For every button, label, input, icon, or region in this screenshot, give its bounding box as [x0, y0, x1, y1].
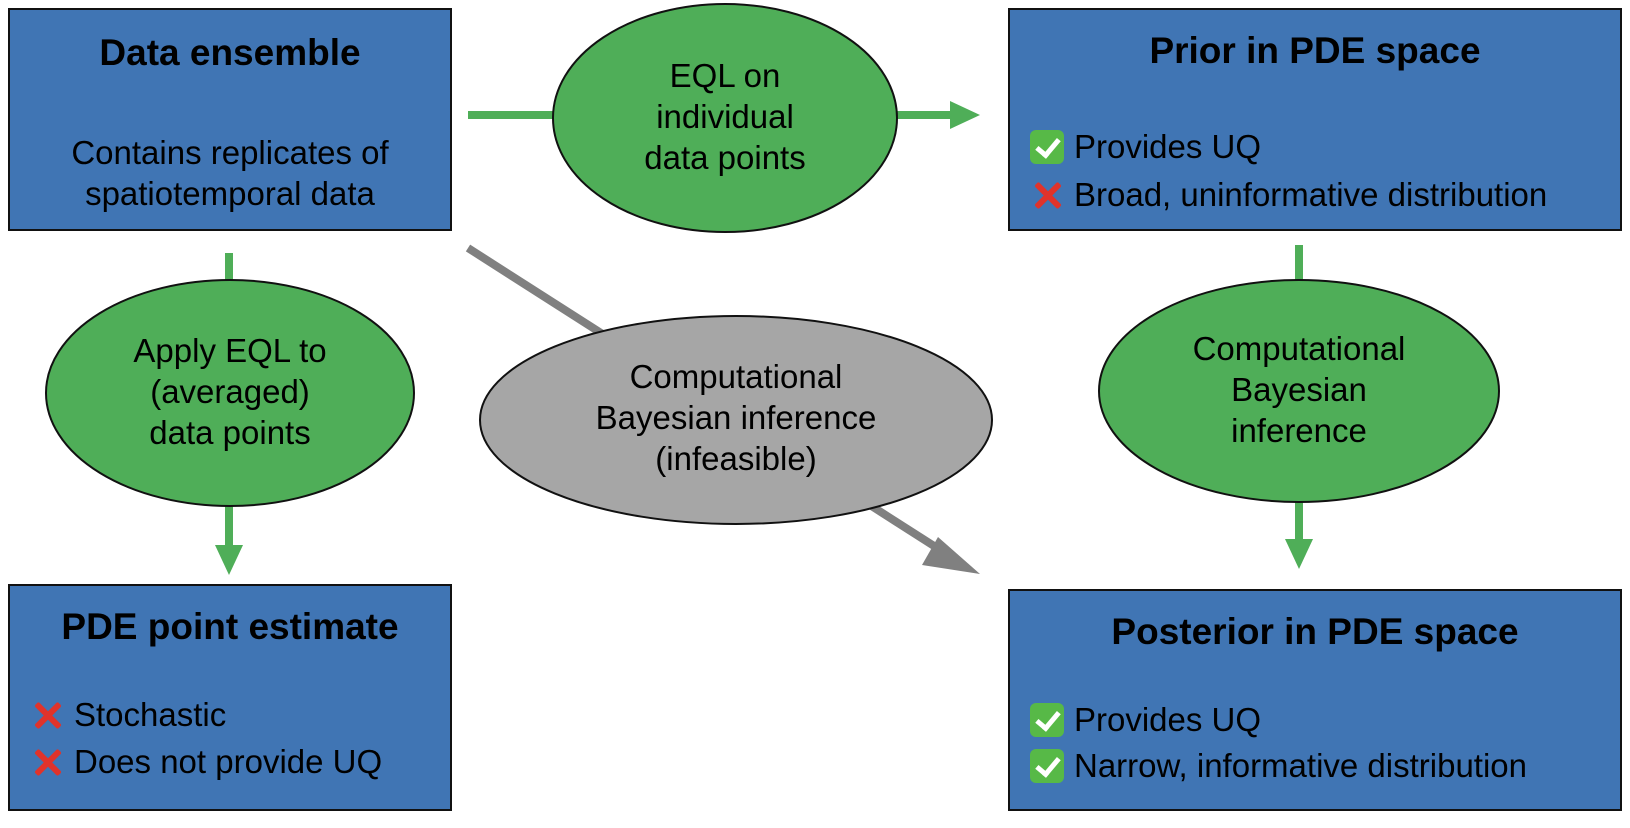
box-title: Prior in PDE space: [1149, 30, 1481, 71]
cross-mark-icon: [1030, 178, 1064, 212]
oval-bayes: [1098, 279, 1500, 503]
box-title: Data ensemble: [99, 32, 361, 73]
check-mark-icon: [1030, 749, 1064, 783]
oval-line: data points: [149, 414, 311, 451]
arrow-prior-to-posterior-head: [1285, 539, 1313, 569]
oval-line: Computational: [1192, 330, 1406, 367]
description-line: spatiotemporal data: [85, 175, 375, 212]
box-point-estimate: PDE point estimate Stochastic Does not p…: [8, 584, 452, 811]
list-item-text: Does not provide UQ: [74, 743, 383, 780]
list-item: Provides UQ: [1030, 128, 1261, 166]
cross-mark-icon: [30, 745, 64, 779]
list-item: Broad, uninformative distribution: [1030, 176, 1547, 214]
oval-line: Bayesian inference: [595, 399, 877, 436]
oval-line: inference: [1231, 412, 1367, 449]
box-title: Posterior in PDE space: [1111, 611, 1519, 652]
list-item: Does not provide UQ: [30, 743, 382, 781]
oval-line: Bayesian: [1231, 371, 1367, 408]
oval-eql-individual: [552, 3, 898, 233]
arrow-ensemble-to-point-estimate-head: [215, 545, 243, 575]
arrow-ensemble-to-posterior-head: [922, 537, 980, 574]
box-title: PDE point estimate: [61, 606, 399, 647]
list-item-text: Broad, uninformative distribution: [1074, 176, 1548, 213]
oval-line: Apply EQL to: [133, 332, 327, 369]
oval-bayes-infeasible: [479, 315, 993, 525]
list-item: Provides UQ: [1030, 701, 1261, 739]
box-description: Contains replicates of spatiotemporal da…: [10, 132, 450, 214]
check-mark-icon: [1030, 130, 1064, 164]
box-data-ensemble: Data ensemble Contains replicates of spa…: [8, 8, 452, 231]
box-posterior: Posterior in PDE space Provides UQ Narro…: [1008, 589, 1622, 811]
oval-eql-averaged-label: Apply EQL to (averaged) data points: [60, 330, 400, 453]
box-prior: Prior in PDE space Provides UQ Broad, un…: [1008, 8, 1622, 231]
oval-eql-individual-label: EQL on individual data points: [575, 55, 875, 178]
list-item: Narrow, informative distribution: [1030, 747, 1527, 785]
oval-line: (infeasible): [655, 440, 817, 477]
oval-bayes-label: Computational Bayesian inference: [1129, 328, 1469, 451]
list-item-text: Provides UQ: [1074, 701, 1262, 738]
arrow-ensemble-to-prior-head: [950, 101, 980, 129]
oval-line: EQL on: [669, 57, 781, 94]
list-item: Stochastic: [30, 696, 226, 734]
oval-eql-averaged: [45, 279, 415, 507]
cross-mark-icon: [30, 698, 64, 732]
oval-line: Computational: [629, 358, 843, 395]
check-mark-icon: [1030, 703, 1064, 737]
oval-line: (averaged): [150, 373, 310, 410]
description-line: Contains replicates of: [71, 134, 389, 171]
oval-line: data points: [644, 139, 806, 176]
list-item-text: Narrow, informative distribution: [1074, 747, 1528, 784]
oval-bayes-infeasible-label: Computational Bayesian inference (infeas…: [536, 356, 936, 479]
oval-line: individual: [656, 98, 794, 135]
list-item-text: Stochastic: [74, 696, 227, 733]
list-item-text: Provides UQ: [1074, 128, 1262, 165]
